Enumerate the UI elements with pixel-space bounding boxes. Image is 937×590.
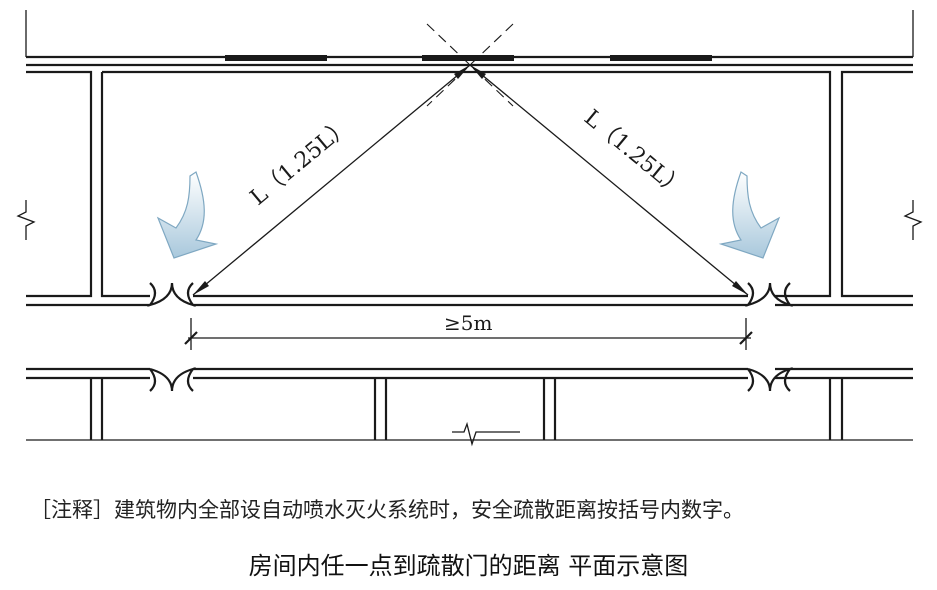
lower-rooms [26, 378, 913, 441]
evacuation-door-right [745, 282, 793, 392]
window [422, 55, 514, 61]
farthest-point-marker [426, 23, 514, 107]
room-walls [26, 70, 913, 298]
dimension-line [184, 318, 753, 350]
arrow-icon-right [718, 171, 781, 259]
door-spacing-label: ≥5m [444, 311, 492, 335]
left-path-label: L（1.25L） [246, 113, 356, 210]
arrow-icon-left [156, 171, 219, 259]
window [610, 55, 712, 61]
exterior-wall [25, 10, 914, 67]
diagram-title: 房间内任一点到疏散门的距离 平面示意图 [248, 552, 689, 580]
window [225, 55, 327, 61]
evacuation-door-left [147, 282, 196, 392]
right-path-label: L（1.25L） [579, 105, 689, 202]
note-text: ［注释］建筑物内全部设自动喷水灭火系统时，安全疏散距离按括号内数字。 [30, 498, 744, 522]
break-marks [16, 200, 923, 447]
corridor-walls [26, 303, 913, 380]
plan-drawing: L（1.25L） L（1.25L） ≥5m [16, 10, 923, 447]
distance-lines [192, 64, 749, 296]
